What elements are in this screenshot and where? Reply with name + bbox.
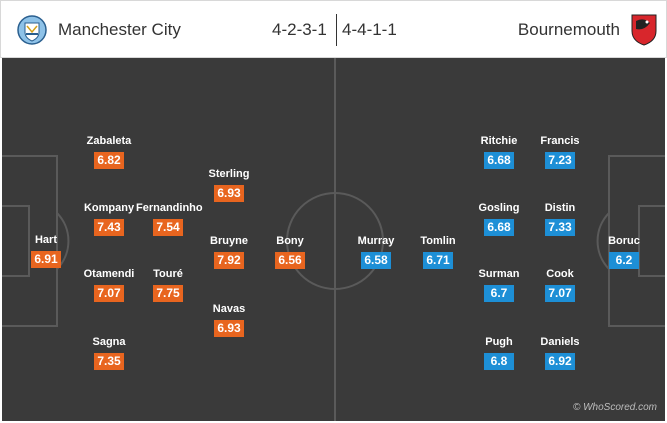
player-name: Navas: [212, 303, 246, 315]
player-name: Kompany: [83, 202, 135, 214]
player-daniels[interactable]: Daniels 6.92: [528, 336, 592, 370]
home-formation: 4-2-3-1: [272, 20, 327, 39]
rating-badge: 6.8: [484, 353, 514, 370]
rating-badge: 6.68: [484, 152, 514, 169]
player-name: Hart: [34, 234, 57, 246]
player-boruc[interactable]: Boruc 6.2: [592, 235, 656, 269]
player-name: Tomlin: [420, 235, 456, 247]
rating-badge: 6.82: [94, 152, 124, 169]
player-name: Murray: [357, 235, 395, 247]
player-name: Surman: [478, 268, 520, 280]
player-otamendi[interactable]: Otamendi 7.07: [77, 268, 141, 302]
player-sterling[interactable]: Sterling 6.93: [197, 168, 261, 202]
player-hart[interactable]: Hart 6.91: [14, 234, 78, 268]
rating-badge: 7.92: [214, 252, 244, 269]
player-toure[interactable]: Touré 7.75: [136, 268, 200, 302]
player-name: Gosling: [478, 202, 520, 214]
player-name: Distin: [544, 202, 576, 214]
bournemouth-crest-icon: [631, 14, 657, 46]
player-surman[interactable]: Surman 6.7: [467, 268, 531, 302]
player-name: Boruc: [608, 235, 640, 247]
pitch-markings: [2, 58, 665, 421]
away-formation: 4-4-1-1: [342, 20, 397, 39]
rating-badge: 6.93: [214, 320, 244, 337]
rating-badge: 7.75: [153, 285, 183, 302]
player-sagna[interactable]: Sagna 7.35: [77, 336, 141, 370]
player-name: Touré: [153, 268, 183, 280]
player-murray[interactable]: Murray 6.58: [344, 235, 408, 269]
player-navas[interactable]: Navas 6.93: [197, 303, 261, 337]
player-fernandinho[interactable]: Fernandinho 7.54: [136, 202, 203, 236]
rating-badge: 6.91: [31, 251, 61, 268]
rating-badge: 7.07: [545, 285, 575, 302]
player-name: Pugh: [485, 336, 513, 348]
match-header: Manchester City 4-2-3-1 4-4-1-1 Bournemo…: [0, 0, 667, 58]
rating-badge: 6.93: [214, 185, 244, 202]
rating-badge: 6.71: [423, 252, 453, 269]
player-cook[interactable]: Cook 7.07: [528, 268, 592, 302]
player-name: Bruyne: [210, 235, 248, 247]
rating-badge: 7.54: [153, 219, 183, 236]
rating-badge: 7.43: [94, 219, 124, 236]
rating-badge: 6.58: [361, 252, 391, 269]
home-team-name: Manchester City: [58, 20, 181, 39]
player-name: Sagna: [92, 336, 126, 348]
player-name: Bony: [276, 235, 304, 247]
rating-badge: 6.92: [545, 353, 575, 370]
manchester-city-crest-icon: [17, 15, 47, 45]
player-distin[interactable]: Distin 7.33: [528, 202, 592, 236]
player-name: Cook: [546, 268, 574, 280]
formation-divider: [336, 14, 337, 46]
away-team-name: Bournemouth: [517, 20, 620, 39]
player-kompany[interactable]: Kompany 7.43: [77, 202, 141, 236]
player-tomlin[interactable]: Tomlin 6.71: [406, 235, 470, 269]
rating-badge: 6.7: [484, 285, 514, 302]
player-zabaleta[interactable]: Zabaleta 6.82: [77, 135, 141, 169]
player-pugh[interactable]: Pugh 6.8: [467, 336, 531, 370]
rating-badge: 7.33: [545, 219, 575, 236]
pitch: Hart 6.91 Zabaleta 6.82 Kompany 7.43 Ota…: [2, 58, 665, 421]
player-name: Otamendi: [83, 268, 135, 280]
player-gosling[interactable]: Gosling 6.68: [467, 202, 531, 236]
player-name: Francis: [540, 135, 580, 147]
rating-badge: 6.2: [609, 252, 639, 269]
player-name: Daniels: [540, 336, 580, 348]
player-ritchie[interactable]: Ritchie 6.68: [467, 135, 531, 169]
rating-badge: 6.68: [484, 219, 514, 236]
player-name: Fernandinho: [136, 202, 203, 214]
player-name: Ritchie: [480, 135, 518, 147]
rating-badge: 7.23: [545, 152, 575, 169]
player-francis[interactable]: Francis 7.23: [528, 135, 592, 169]
player-name: Sterling: [208, 168, 250, 180]
rating-badge: 7.07: [94, 285, 124, 302]
whoscored-watermark: © WhoScored.com: [572, 402, 657, 413]
player-bruyne[interactable]: Bruyne 7.92: [197, 235, 261, 269]
rating-badge: 6.56: [275, 252, 305, 269]
rating-badge: 7.35: [94, 353, 124, 370]
player-name: Zabaleta: [86, 135, 132, 147]
player-bony[interactable]: Bony 6.56: [258, 235, 322, 269]
